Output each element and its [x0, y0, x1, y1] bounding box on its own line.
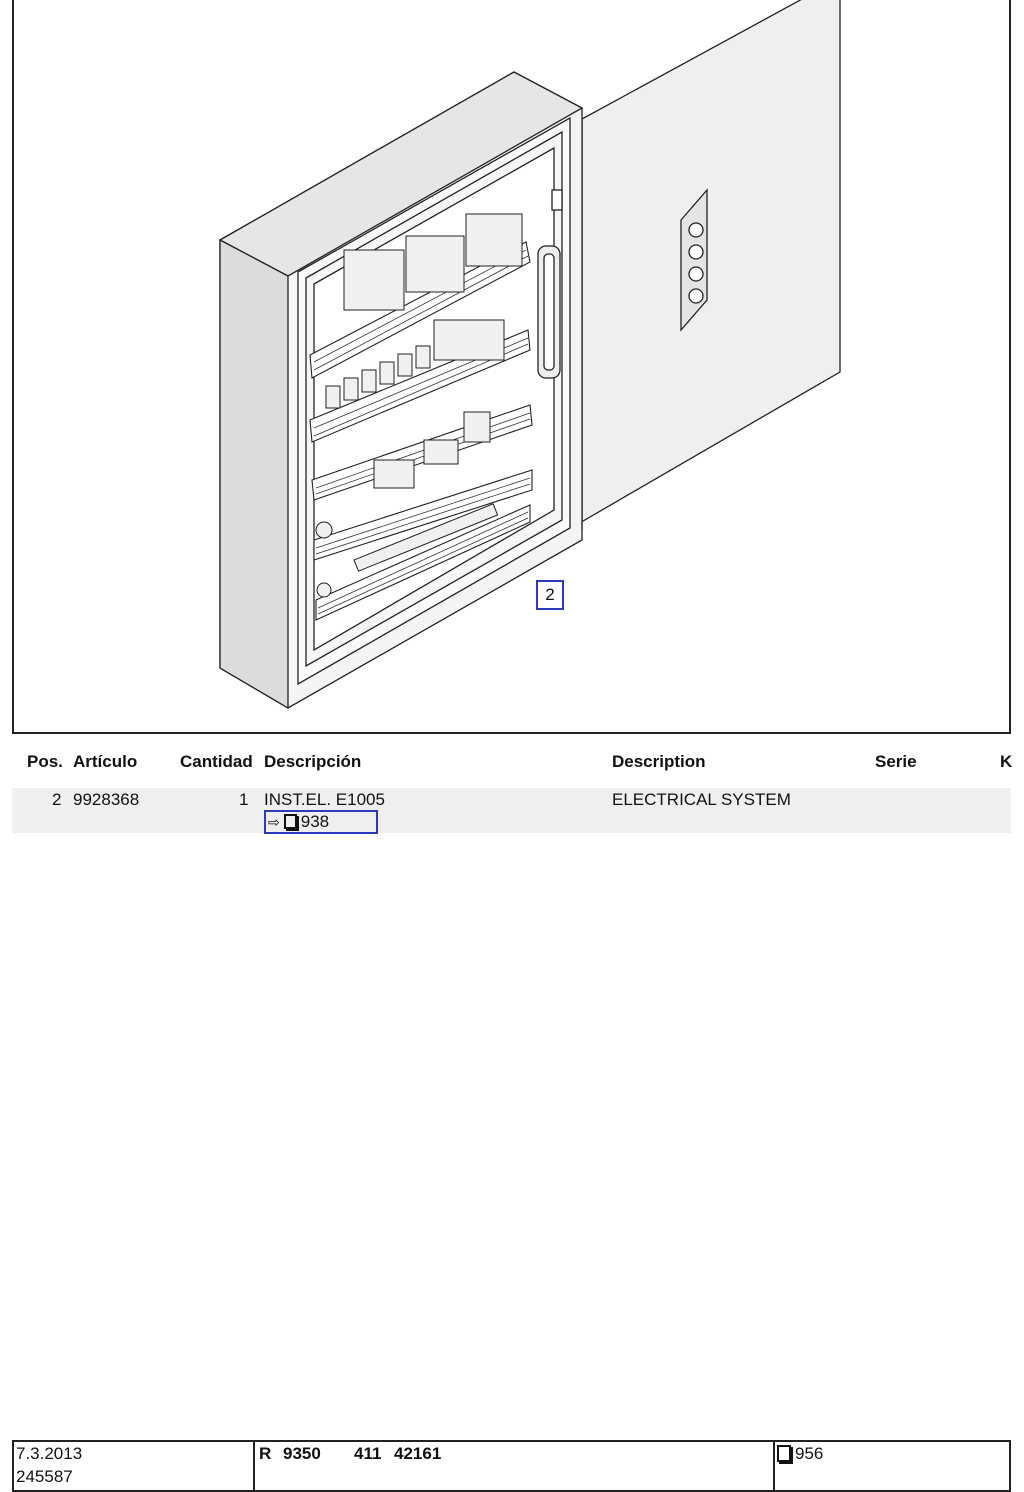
footer-date: 7.3.2013 [16, 1444, 83, 1463]
cabinet-illustration [218, 0, 841, 710]
footer: 7.3.2013 245587 R 9350 411 42161 956 [12, 1440, 1011, 1492]
col-header-cantidad: Cantidad [180, 752, 253, 771]
callout-pos-2[interactable]: 2 [536, 580, 564, 610]
reference-page: 938 [300, 812, 330, 831]
footer-code-1: 9350 [283, 1444, 321, 1463]
col-header-k: K [1000, 752, 1013, 771]
footer-page-cell: 956 [773, 1442, 1009, 1490]
table-row: 2 9928368 1 INST.EL. E1005 ELECTRICAL SY… [12, 788, 1011, 834]
row-description: ELECTRICAL SYSTEM [612, 790, 791, 809]
footer-doc-number: 245587 [16, 1467, 73, 1486]
col-header-articulo: Artículo [73, 752, 138, 771]
footer-page-number: 956 [795, 1444, 824, 1463]
footer-date-cell: 7.3.2013 245587 [14, 1442, 255, 1490]
row-cantidad: 1 [239, 790, 249, 809]
reference-link[interactable]: ⇨ 938 [264, 810, 378, 834]
drawing-frame: 2 [12, 0, 1011, 734]
col-header-descripcion: Descripción [264, 752, 362, 771]
footer-code-3: 42161 [394, 1444, 442, 1463]
row-pos: 2 [52, 790, 62, 809]
col-header-description: Description [612, 752, 706, 771]
col-header-pos: Pos. [27, 752, 63, 771]
row-articulo: 9928368 [73, 790, 140, 809]
book-icon [777, 1445, 791, 1462]
footer-code-cell: R 9350 411 42161 [253, 1442, 775, 1490]
arrow-icon: ⇨ [268, 814, 280, 830]
footer-code-r: R [259, 1444, 272, 1463]
footer-page: 956 [777, 1444, 823, 1464]
footer-code-2: 411 [354, 1444, 382, 1463]
row-descripcion: INST.EL. E1005 [264, 790, 385, 809]
col-header-serie: Serie [875, 752, 917, 771]
book-icon [283, 814, 297, 829]
